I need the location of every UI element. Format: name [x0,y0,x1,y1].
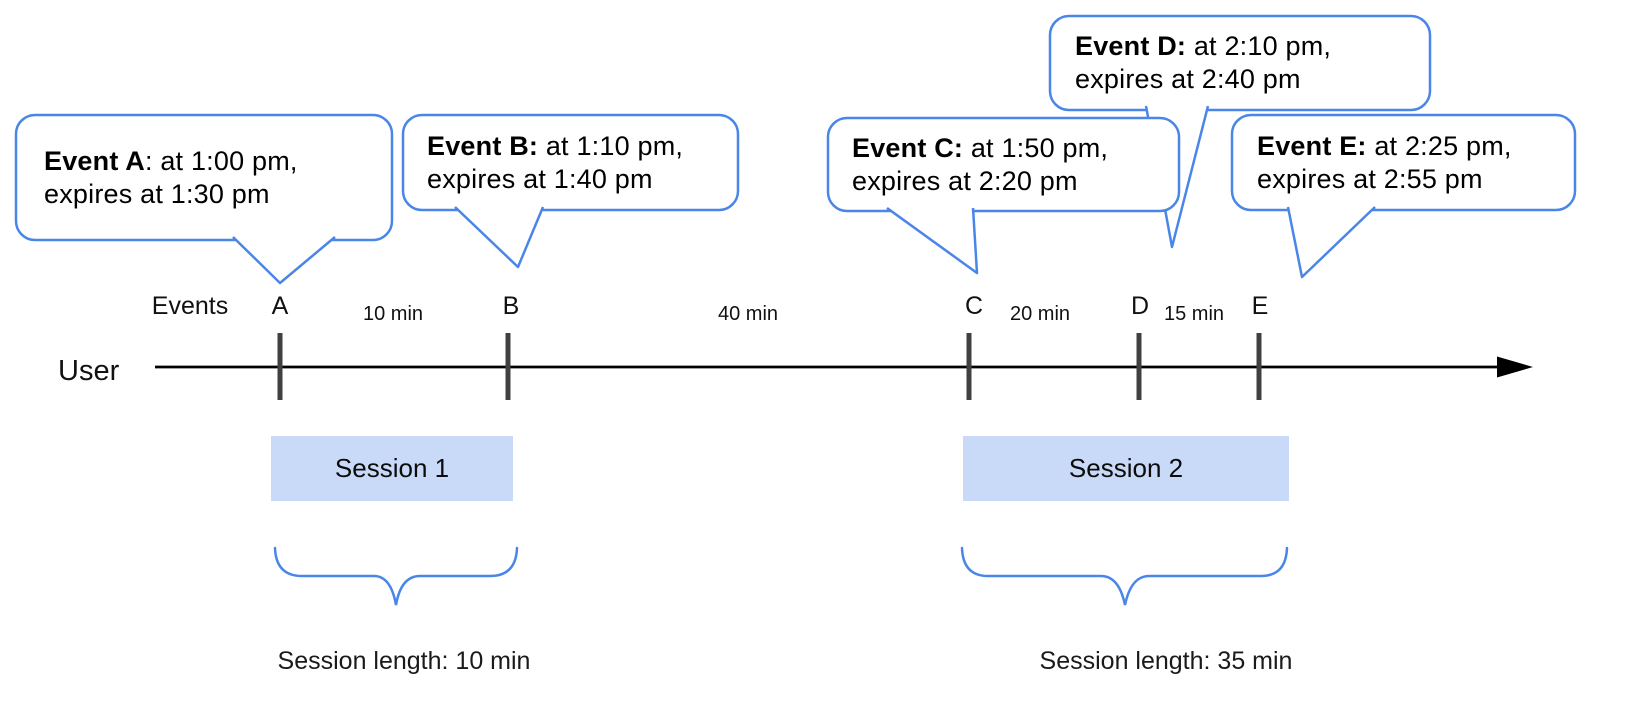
session1-length-label: Session length: 10 min [277,647,531,675]
events-row-label: Events [151,292,229,320]
callout-text-event-a: Event A: at 1:00 pm, expires at 1:30 pm [16,115,392,240]
callout-tail-c [886,206,979,275]
callout-a-line2: expires at 1:30 pm [44,178,270,209]
callout-bubble-d [1048,14,1432,112]
callout-text-event-c: Event C: at 1:50 pm, expires at 2:20 pm [828,118,1179,211]
callout-e-line2: expires at 2:55 pm [1257,163,1483,194]
tick-event-d [1136,333,1142,400]
session2-length-label: Session length: 35 min [1039,647,1293,675]
interval-label-a-b: 10 min [362,303,424,325]
interval-label-b-c: 40 min [717,303,779,325]
callout-b-line2: expires at 1:40 pm [427,163,653,194]
callout-tail-b [454,206,545,269]
interval-label-c-d: 20 min [1009,303,1071,325]
callout-d-line2: expires at 2:40 pm [1075,64,1301,94]
event-letter-b: B [502,292,520,320]
session2-brace-icon [960,546,1289,606]
callout-text-event-e: Event E: at 2:25 pm, expires at 2:55 pm [1232,115,1575,210]
event-letter-e: E [1251,292,1269,320]
callout-c-line2: expires at 2:20 pm [852,165,1078,196]
callout-text-event-b: Event B: at 1:10 pm, expires at 1:40 pm [403,115,738,210]
session1-label: Session 1 [334,453,450,483]
callout-bubble-a [14,113,394,242]
tick-event-b [505,333,511,400]
callout-c-line1: Event C: at 1:50 pm, [852,132,1109,163]
session1-box: Session 1 [271,436,513,501]
session2-label: Session 2 [1068,453,1184,483]
session1-brace-icon [273,546,519,606]
event-letter-d: D [1130,292,1150,320]
callout-d-line1: Event D: at 2:10 pm, [1075,31,1332,61]
session2-box: Session 2 [963,436,1289,501]
tick-event-a [277,333,283,400]
callout-tail-a [232,236,336,285]
callout-b-line1: Event B: at 1:10 pm, [427,130,684,161]
callout-bubble-c [826,116,1181,213]
callout-tail-e [1286,206,1376,279]
tick-event-e [1256,333,1262,400]
callout-bubble-e [1230,113,1577,212]
timeline-arrowhead-icon [1497,356,1533,378]
callout-bubble-b [401,113,740,212]
user-lane-label: User [58,355,120,387]
callout-a-line1: Event A: at 1:00 pm, [44,145,298,176]
tick-event-c [966,333,972,400]
callout-text-event-d: Event D: at 2:10 pm, expires at 2:40 pm [1050,16,1430,110]
interval-label-d-e: 15 min [1163,303,1225,325]
event-letter-a: A [271,292,289,320]
callout-e-line1: Event E: at 2:25 pm, [1257,130,1512,161]
event-letter-c: C [964,292,984,320]
